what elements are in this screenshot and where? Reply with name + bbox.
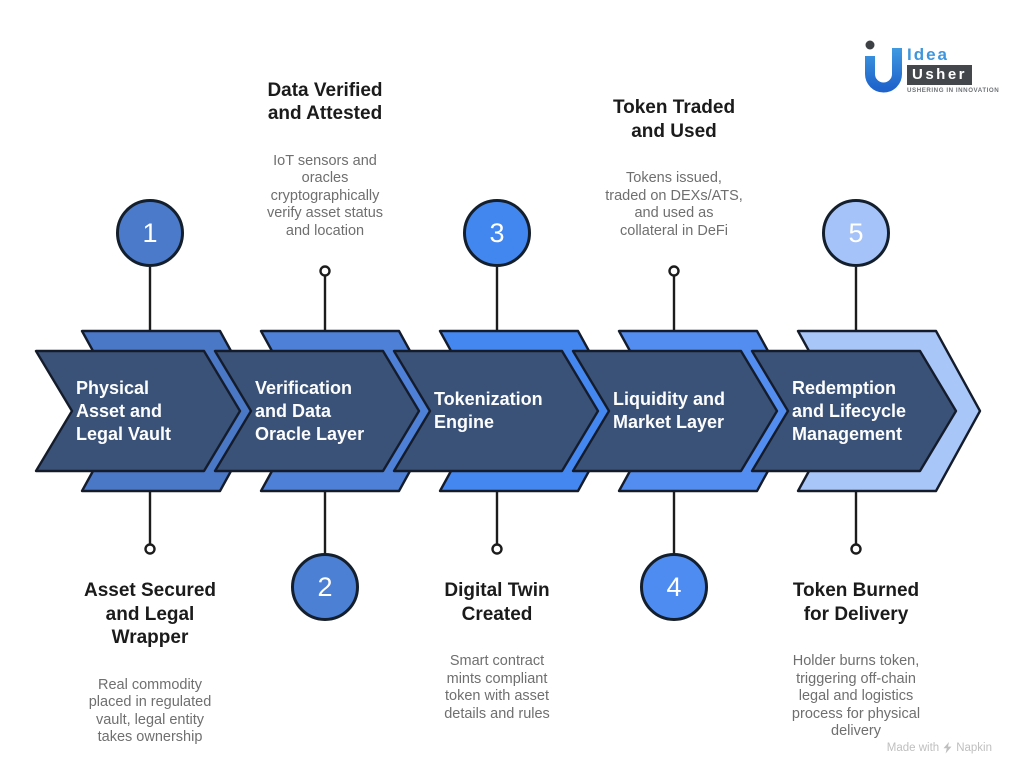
chevron-step-4-front	[571, 349, 779, 473]
step-5-label: Redemption and Lifecycle Management	[792, 377, 907, 444]
idea-usher-logo-mark	[865, 40, 902, 93]
step-5-annotation: Token Burned for Delivery Holder burns t…	[756, 561, 956, 759]
step-1-annotation-title: Asset Secured and Legal Wrapper	[83, 580, 216, 648]
step-4-marker: 4	[640, 553, 708, 621]
step-3-label: Tokenization Engine	[434, 389, 543, 432]
step-5-annotation-title: Token Burned for Delivery	[792, 580, 920, 625]
step-4-annotation: Token Traded and Used Tokens issued, tra…	[569, 78, 779, 258]
step-1-label: Physical Asset and Legal Vault	[76, 377, 172, 444]
terminal-dot-step-1	[144, 543, 156, 555]
step-3-annotation-body: Smart contract mints compliant token wit…	[444, 653, 550, 722]
step-5-marker: 5	[822, 199, 890, 267]
step-1-marker: 1	[116, 199, 184, 267]
terminal-dot-step-2	[319, 265, 331, 277]
logo-brand-top: Idea	[907, 45, 950, 64]
logo-u-shape	[865, 48, 902, 93]
step-2-label: Verification and Data Oracle Layer	[255, 377, 365, 444]
logo-dot	[865, 40, 875, 50]
step-2-marker: 2	[291, 553, 359, 621]
step-5-number: 5	[848, 217, 864, 248]
idea-usher-logo: Idea Usher USHERING IN INNOVATION	[860, 36, 999, 98]
step-2-annotation: Data Verified and Attested IoT sensors a…	[220, 61, 430, 259]
step-4-number: 4	[666, 571, 682, 602]
step-3-annotation: Digital Twin Created Smart contract mint…	[397, 561, 597, 741]
step-5-annotation-body: Holder burns token, triggering off-chain…	[791, 653, 921, 739]
step-1-annotation-body: Real commodity placed in regulated vault…	[88, 676, 212, 746]
step-3-marker: 3	[463, 199, 531, 267]
napkin-watermark: Made with Napkin	[887, 742, 992, 754]
terminal-dot-step-3	[491, 543, 503, 555]
chevron-step-1-front	[34, 349, 242, 473]
step-4-label: Liquidity and Market Layer	[613, 389, 725, 432]
chevron-step-5-front	[750, 349, 958, 473]
watermark-prefix: Made with	[886, 742, 940, 754]
step-3-number: 3	[489, 217, 505, 248]
step-1-annotation: Asset Secured and Legal Wrapper Real com…	[50, 561, 250, 765]
step-2-number: 2	[317, 571, 333, 602]
logo-tagline: USHERING IN INNOVATION	[907, 87, 1000, 94]
watermark-suffix: Napkin	[956, 742, 992, 754]
chevron-step-2	[213, 329, 445, 493]
chevron-step-3-front	[392, 349, 600, 473]
chevron-step-1	[34, 329, 266, 493]
napkin-bolt-icon	[943, 742, 952, 754]
chevron-step-4	[571, 329, 803, 493]
terminal-dot-step-5	[850, 543, 862, 555]
step-2-annotation-title: Data Verified and Attested	[267, 79, 383, 125]
chevron-step-2-front	[213, 349, 421, 473]
logo-brand-bottom: Usher	[907, 65, 973, 85]
step-1-number: 1	[142, 217, 158, 248]
step-3-annotation-title: Digital Twin Created	[444, 580, 550, 625]
chevron-step-3	[392, 329, 624, 493]
step-4-annotation-body: Tokens issued, traded on DEXs/ATS, and u…	[605, 170, 743, 239]
chevron-step-5	[750, 329, 982, 493]
terminal-dot-step-4	[668, 265, 680, 277]
step-2-annotation-body: IoT sensors and oracles cryptographicall…	[266, 152, 384, 239]
step-4-annotation-title: Token Traded and Used	[612, 97, 736, 142]
logo-text-block: Idea Usher USHERING IN INNOVATION	[907, 36, 999, 94]
